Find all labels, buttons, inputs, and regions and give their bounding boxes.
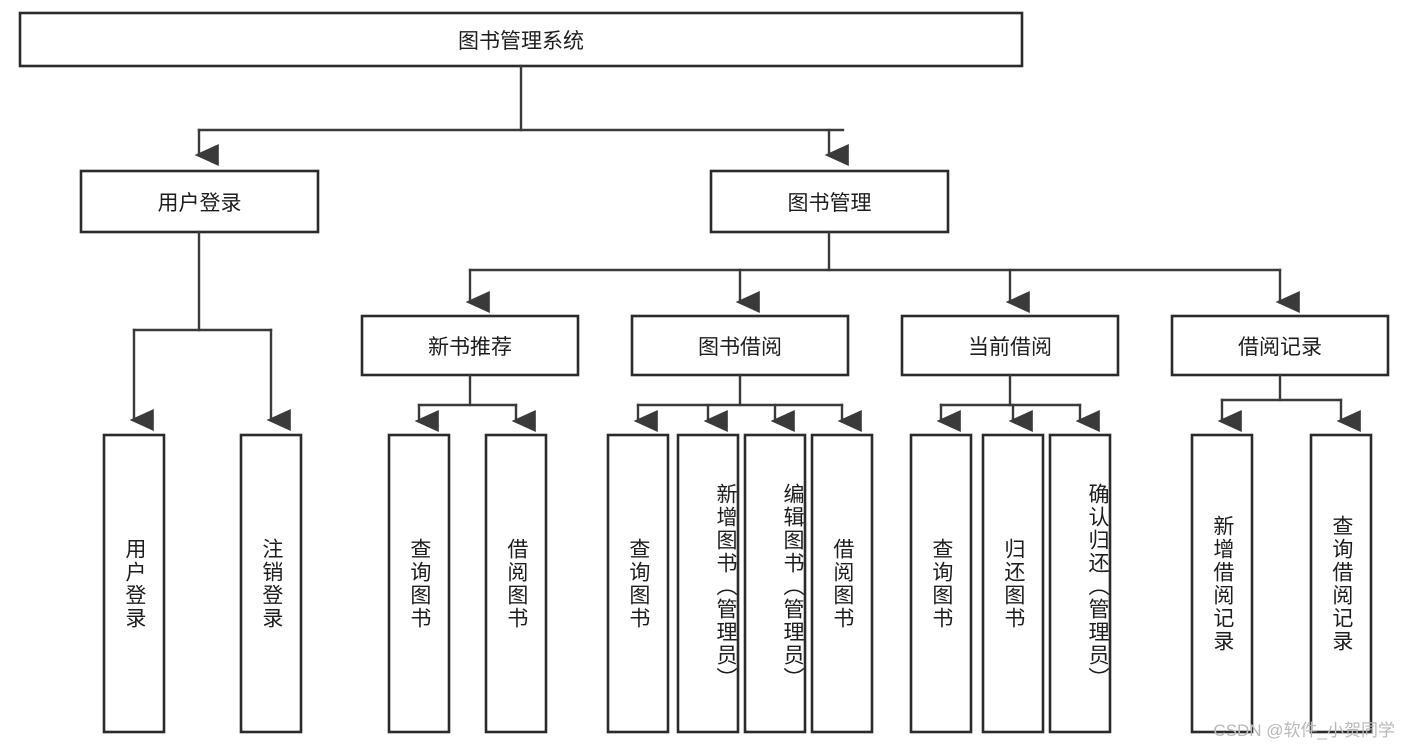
node-box-nb-query[interactable]: [387, 433, 451, 734]
node-label-borrow: 图书借阅: [698, 335, 782, 359]
node-label-bo-borrow: 借阅图书: [830, 537, 854, 630]
node-box-cu-query[interactable]: [909, 433, 973, 734]
node-box-bo-edit[interactable]: [743, 433, 807, 734]
node-label-record: 借阅记录: [1238, 335, 1322, 359]
node-label-bo-add: 新增图书（管理员）: [714, 483, 737, 690]
node-box-re-query[interactable]: [1309, 433, 1373, 734]
node-label-cu-confirm: 确认归还（管理员）: [1086, 483, 1109, 690]
node-label-cu-query: 查询图书: [929, 537, 953, 630]
node-label-re-query: 查询借阅记录: [1329, 514, 1353, 653]
node-box-login[interactable]: [79, 169, 320, 234]
node-box-bo-add[interactable]: [676, 433, 740, 734]
node-box-newbook[interactable]: [360, 314, 580, 377]
node-box-bo-borrow[interactable]: [810, 433, 874, 734]
node-label-cu-return: 归还图书: [1001, 537, 1025, 630]
node-box-bo-query[interactable]: [606, 433, 670, 734]
node-label-nb-query: 查询图书: [407, 537, 431, 630]
node-box-cu-return[interactable]: [981, 433, 1045, 734]
node-label-bookmgmt: 图书管理: [787, 191, 872, 215]
node-box-cu-confirm[interactable]: [1048, 433, 1112, 734]
node-box-re-add[interactable]: [1190, 433, 1254, 734]
node-label-bo-query: 查询图书: [626, 537, 650, 630]
node-label-root: 图书管理系统: [458, 29, 584, 53]
node-box-root[interactable]: [18, 11, 1024, 68]
node-box-user-login[interactable]: [102, 433, 166, 734]
node-label-re-add: 新增借阅记录: [1210, 514, 1234, 653]
node-label-user-login: 用户登录: [122, 537, 146, 630]
node-label-login: 用户登录: [157, 191, 242, 215]
node-box-nb-borrow[interactable]: [484, 433, 548, 734]
node-label-nb-borrow: 借阅图书: [504, 537, 528, 630]
node-box-current[interactable]: [900, 314, 1120, 377]
node-label-bo-edit: 编辑图书（管理员）: [781, 483, 804, 690]
node-label-current: 当前借阅: [968, 335, 1052, 359]
node-label-user-logout: 注销登录: [259, 537, 283, 630]
node-box-user-logout[interactable]: [239, 433, 303, 734]
node-label-newbook: 新书推荐: [428, 335, 512, 359]
